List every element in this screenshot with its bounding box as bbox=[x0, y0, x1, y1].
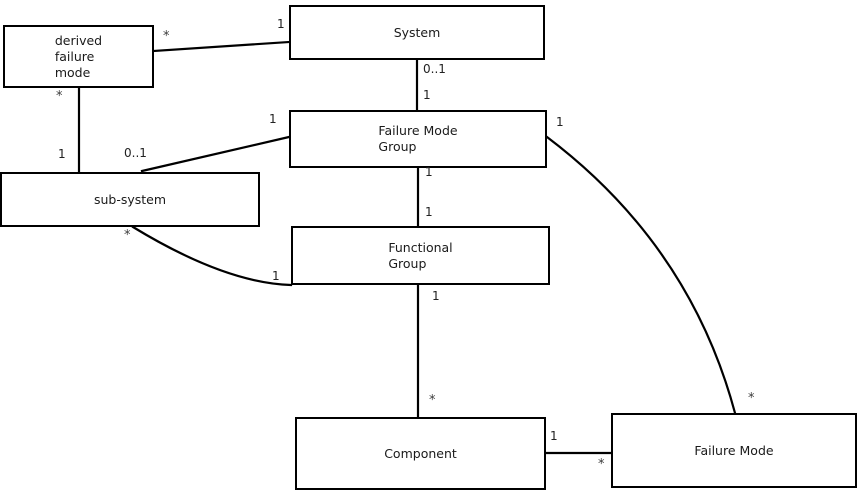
multiplicity-component-to-failure-mode-target: * bbox=[598, 457, 605, 472]
class-name-functional-group: Functional Group bbox=[388, 239, 453, 271]
multiplicity-failure-mode-group-to-failure-mode-target: * bbox=[748, 391, 755, 406]
multiplicity-sub-system-to-failure-mode-group-source: 0..1 bbox=[124, 146, 147, 160]
multiplicity-system-to-failure-mode-group-target: 1 bbox=[423, 88, 431, 102]
class-box-system[interactable]: System bbox=[289, 5, 545, 60]
class-name-system: System bbox=[393, 24, 441, 40]
class-name-derived-failure-mode: derived failure mode bbox=[54, 32, 103, 80]
multiplicity-failure-mode-group-to-functional-group-target: 1 bbox=[425, 205, 433, 219]
multiplicity-derived-failure-mode-to-system-source: * bbox=[163, 29, 170, 44]
multiplicity-functional-group-to-component-source: 1 bbox=[432, 289, 440, 303]
multiplicity-sub-system-to-functional-group-source: * bbox=[124, 228, 131, 243]
multiplicity-failure-mode-group-to-functional-group-source: 1 bbox=[425, 165, 433, 179]
multiplicity-failure-mode-group-to-failure-mode-source: 1 bbox=[556, 115, 564, 129]
multiplicity-derived-failure-mode-to-sub-system-source: * bbox=[56, 89, 63, 104]
class-name-failure-mode: Failure Mode bbox=[694, 442, 774, 458]
association-line-derived-failure-mode-system bbox=[152, 40, 291, 53]
class-box-failure-mode[interactable]: Failure Mode bbox=[611, 413, 857, 488]
class-name-failure-mode-group: Failure Mode Group bbox=[378, 123, 458, 154]
class-box-component[interactable]: Component bbox=[295, 417, 546, 490]
association-line-sub-system-failure-mode-group bbox=[140, 135, 291, 173]
multiplicity-system-to-failure-mode-group-source: 0..1 bbox=[423, 62, 446, 76]
association-curve-failure-mode-group-failure-mode bbox=[545, 135, 737, 415]
multiplicity-functional-group-to-component-target: * bbox=[429, 393, 436, 408]
multiplicity-component-to-failure-mode-source: 1 bbox=[550, 429, 558, 443]
multiplicity-sub-system-to-failure-mode-group-target: 1 bbox=[269, 112, 277, 126]
multiplicity-derived-failure-mode-to-sub-system-target: 1 bbox=[58, 147, 66, 161]
class-name-component: Component bbox=[384, 445, 457, 461]
class-box-failure-mode-group[interactable]: Failure Mode Group bbox=[289, 110, 547, 168]
multiplicity-derived-failure-mode-to-system-target: 1 bbox=[277, 17, 285, 31]
class-box-functional-group[interactable]: Functional Group bbox=[291, 226, 550, 285]
multiplicity-sub-system-to-functional-group-target: 1 bbox=[272, 269, 280, 283]
class-name-sub-system: sub-system bbox=[93, 191, 167, 207]
class-box-sub-system[interactable]: sub-system bbox=[0, 172, 260, 227]
class-box-derived-failure-mode[interactable]: derived failure mode bbox=[3, 25, 154, 88]
association-curve-sub-system-functional-group bbox=[131, 225, 293, 287]
